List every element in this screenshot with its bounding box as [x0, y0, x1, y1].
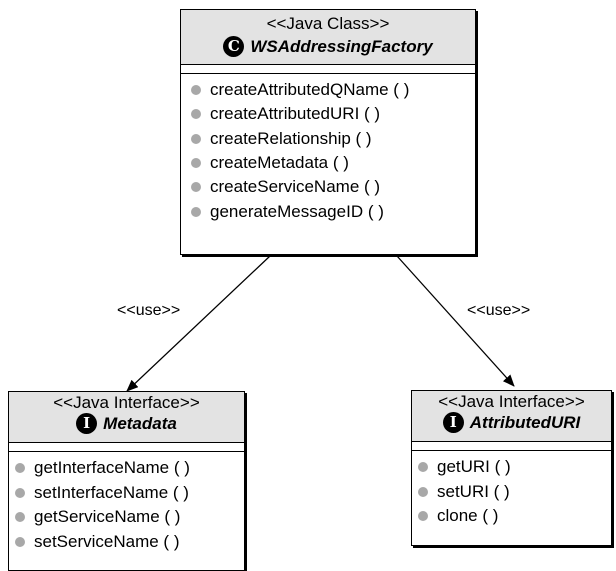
- operation-label: setURI ( ): [437, 481, 510, 501]
- attributes-compartment: [9, 443, 244, 452]
- java-interface-icon: I: [442, 412, 464, 433]
- operation-item[interactable]: createAttributedQName ( ): [191, 78, 475, 102]
- use-label-metadata: <<use>>: [116, 302, 182, 320]
- operation-item[interactable]: generateMessageID ( ): [191, 199, 475, 223]
- operation-label: getURI ( ): [437, 457, 511, 477]
- interface-header: <<Java Interface>> I Metadata: [9, 392, 244, 443]
- interface-box-metadata[interactable]: <<Java Interface>> I Metadata getInterfa…: [8, 391, 245, 571]
- operation-item[interactable]: setInterfaceName ( ): [15, 481, 244, 506]
- class-box-wsaddressingfactory[interactable]: <<Java Class>> C WSAddressingFactory cre…: [180, 9, 476, 255]
- operation-item[interactable]: getURI ( ): [418, 455, 611, 480]
- operation-label: createMetadata ( ): [210, 153, 349, 173]
- operation-label: createAttributedURI ( ): [210, 104, 381, 124]
- stereotype-label: <<Java Class>>: [266, 14, 390, 33]
- operation-item[interactable]: setServiceName ( ): [15, 530, 244, 555]
- method-bullet-icon: [191, 182, 201, 193]
- stereotype-label: <<Java Interface>>: [53, 393, 200, 412]
- method-bullet-icon: [15, 536, 25, 547]
- method-bullet-icon: [418, 462, 428, 473]
- method-bullet-icon: [418, 511, 428, 522]
- method-bullet-icon: [191, 206, 201, 217]
- operation-item[interactable]: getServiceName ( ): [15, 505, 244, 530]
- operation-item[interactable]: createRelationship ( ): [191, 127, 475, 151]
- operation-label: generateMessageID ( ): [210, 201, 384, 221]
- attributes-compartment: [412, 442, 611, 451]
- method-bullet-icon: [15, 512, 25, 523]
- operation-item[interactable]: createAttributedURI ( ): [191, 102, 475, 126]
- use-arrow-metadata: [126, 255, 271, 392]
- operation-item[interactable]: setURI ( ): [418, 480, 611, 505]
- operation-label: createRelationship ( ): [210, 128, 372, 148]
- java-interface-icon: I: [76, 413, 98, 434]
- attributes-compartment: [181, 65, 475, 74]
- java-class-icon: C: [223, 36, 245, 57]
- method-bullet-icon: [191, 133, 201, 144]
- operation-label: getServiceName ( ): [34, 507, 181, 527]
- interface-name-row: I Metadata: [9, 413, 244, 434]
- interface-header: <<Java Interface>> I AttributedURI: [412, 391, 611, 442]
- use-label-attributeduri: <<use>>: [466, 302, 532, 320]
- interface-name: AttributedURI: [469, 412, 581, 432]
- interface-name-row: I AttributedURI: [412, 412, 611, 433]
- operation-item[interactable]: getInterfaceName ( ): [15, 456, 244, 481]
- class-name: WSAddressingFactory: [250, 36, 433, 56]
- use-arrow-attributeduri: [396, 255, 515, 387]
- method-bullet-icon: [191, 85, 201, 96]
- operations-compartment: getURI ( ) setURI ( ) clone ( ): [412, 451, 611, 529]
- method-bullet-icon: [15, 463, 25, 474]
- operation-item[interactable]: createMetadata ( ): [191, 151, 475, 175]
- operation-label: createServiceName ( ): [210, 177, 381, 197]
- interface-name: Metadata: [103, 413, 177, 433]
- method-bullet-icon: [15, 487, 25, 498]
- operation-label: clone ( ): [437, 506, 499, 526]
- operation-label: getInterfaceName ( ): [34, 458, 190, 478]
- class-name-row: C WSAddressingFactory: [181, 36, 475, 57]
- operation-label: setInterfaceName ( ): [34, 482, 189, 502]
- operations-compartment: getInterfaceName ( ) setInterfaceName ( …: [9, 452, 244, 554]
- operation-label: createAttributedQName ( ): [210, 80, 410, 100]
- method-bullet-icon: [191, 158, 201, 169]
- method-bullet-icon: [191, 109, 201, 120]
- method-bullet-icon: [418, 486, 428, 497]
- class-header: <<Java Class>> C WSAddressingFactory: [181, 10, 475, 65]
- interface-box-attributeduri[interactable]: <<Java Interface>> I AttributedURI getUR…: [411, 390, 612, 546]
- operation-item[interactable]: createServiceName ( ): [191, 175, 475, 199]
- stereotype-label: <<Java Interface>>: [438, 392, 585, 411]
- operation-item[interactable]: clone ( ): [418, 504, 611, 529]
- operations-compartment: createAttributedQName ( ) createAttribut…: [181, 74, 475, 224]
- operation-label: setServiceName ( ): [34, 531, 180, 551]
